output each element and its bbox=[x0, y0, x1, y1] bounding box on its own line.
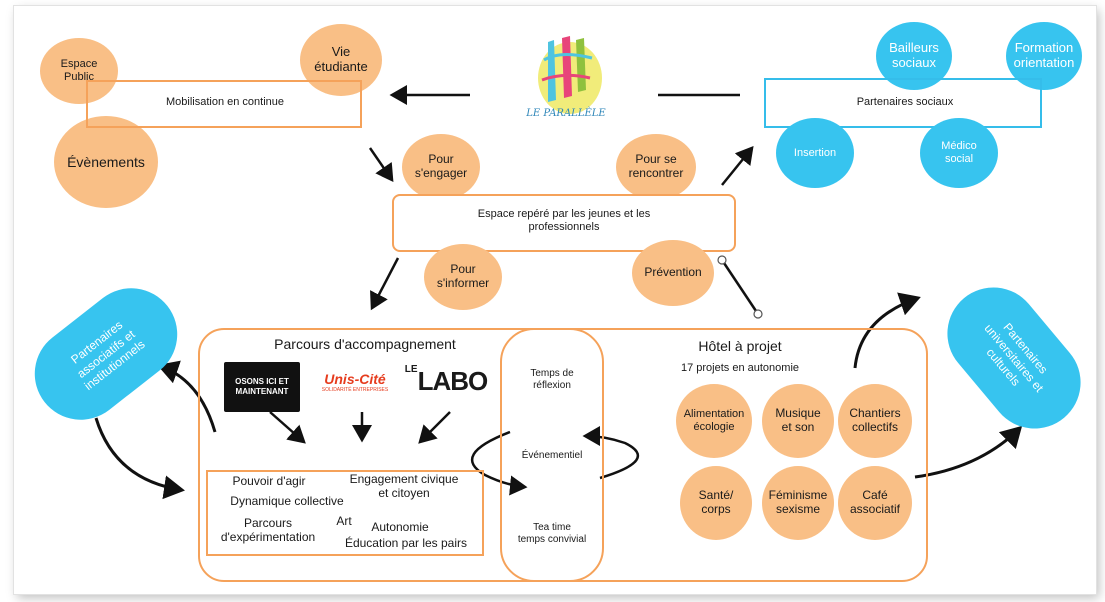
insertion-label: Insertion bbox=[793, 146, 837, 159]
vie-etudiante-label: Vie étudiante bbox=[314, 44, 368, 74]
espace-repere-label: Espace repéré par les jeunes et les prof… bbox=[477, 208, 651, 234]
arrow-hotel-to-right-pill-lower bbox=[914, 425, 1023, 479]
circle-pour-informer: Pour s'informer bbox=[424, 244, 502, 310]
item-art: Art bbox=[336, 514, 352, 528]
cycle-arrow-right bbox=[582, 426, 640, 480]
uniscite-logo-text: Unis-Cité bbox=[324, 371, 386, 387]
labo-logo-text: LABO bbox=[417, 365, 489, 396]
circle-medico: Médico social bbox=[920, 118, 998, 188]
circle-pour-engager: Pour s'engager bbox=[402, 134, 480, 200]
item-pouvoir: Pouvoir d'agir bbox=[232, 474, 306, 488]
circle-prevention: Prévention bbox=[632, 240, 714, 306]
circle-cafe: Café associatif bbox=[838, 466, 912, 540]
left-pill-label: Partenaires associatifs et institutionne… bbox=[68, 318, 148, 394]
feminisme-label: Féminisme sexisme bbox=[768, 488, 828, 516]
arrow-left-pill-to-items bbox=[94, 417, 185, 500]
connector-handle-bottom bbox=[753, 309, 763, 319]
hotel-title: Hôtel à projet bbox=[698, 338, 782, 354]
arrow-parcours-to-left-pill bbox=[157, 360, 217, 433]
item-autonomie: Autonomie bbox=[371, 520, 429, 534]
circle-evenements: Évènements bbox=[54, 116, 158, 208]
musique-label: Musique et son bbox=[775, 406, 821, 434]
pour-informer-label: Pour s'informer bbox=[436, 262, 490, 290]
evenements-label: Évènements bbox=[67, 153, 145, 170]
arrow-espace-to-partners bbox=[721, 146, 754, 186]
chantiers-label: Chantiers collectifs bbox=[849, 406, 901, 434]
cafe-label: Café associatif bbox=[849, 488, 901, 516]
le-parallele-logo-graphic bbox=[538, 36, 602, 114]
circle-musique: Musique et son bbox=[762, 384, 834, 458]
sante-label: Santé/ corps bbox=[698, 488, 734, 516]
pour-rencontrer-label: Pour se rencontrer bbox=[628, 152, 684, 180]
bailleurs-label: Bailleurs sociaux bbox=[889, 40, 939, 70]
partenaires-sociaux-box bbox=[764, 78, 1042, 128]
circle-vie-etudiante: Vie étudiante bbox=[300, 24, 382, 96]
osons-logo-text: OSONS ICI ET MAINTENANT bbox=[235, 376, 289, 396]
mobilisation-label: Mobilisation en continue bbox=[165, 96, 285, 108]
hotel-subtitle: 17 projets en autonomie bbox=[680, 362, 800, 374]
circle-pour-rencontrer: Pour se rencontrer bbox=[616, 134, 696, 200]
cycle-tea-time: Tea time temps convivial bbox=[517, 522, 587, 545]
item-dynamique: Dynamique collective bbox=[230, 494, 344, 508]
le-parallele-logo bbox=[520, 30, 612, 130]
arrow-hotel-to-right-pill bbox=[853, 292, 921, 369]
cycle-arrow-left bbox=[470, 430, 528, 496]
item-education: Éducation par les pairs bbox=[344, 536, 468, 550]
mobilisation-box bbox=[86, 80, 362, 128]
osons-logo: OSONS ICI ET MAINTENANT bbox=[224, 362, 300, 412]
connector-handle-top bbox=[717, 255, 727, 265]
labo-logo-le: LE bbox=[404, 364, 418, 375]
parcours-title: Parcours d'accompagnement bbox=[274, 336, 456, 352]
cycle-evenementiel: Événementiel bbox=[521, 450, 583, 461]
right-pill-label: Partenaires universitaires et culturels bbox=[981, 320, 1051, 395]
arrow-to-espace bbox=[368, 147, 394, 183]
logo-caption: LE PARALLÈLE bbox=[526, 108, 606, 119]
parcours-items-box bbox=[206, 470, 484, 556]
labo-logo: LE LABO bbox=[404, 360, 489, 402]
cycle-temps-reflexion: Temps de réflexion bbox=[530, 368, 574, 391]
cycle-column bbox=[500, 328, 604, 582]
arrow-osons-to-items bbox=[269, 411, 306, 444]
connector-prevention-hotel bbox=[720, 259, 760, 315]
formation-label: Formation orientation bbox=[1013, 40, 1075, 70]
item-parcours-exp: Parcours d'expérimentation bbox=[220, 516, 316, 545]
item-engagement: Engagement civique et citoyen bbox=[349, 472, 459, 501]
circle-chantiers: Chantiers collectifs bbox=[838, 384, 912, 458]
circle-insertion: Insertion bbox=[776, 118, 854, 188]
prevention-label: Prévention bbox=[644, 265, 702, 280]
medico-label: Médico social bbox=[941, 140, 977, 165]
circle-feminisme: Féminisme sexisme bbox=[762, 466, 834, 540]
uniscite-logo-sub: SOLIDARITÉ ENTREPRISES bbox=[321, 387, 389, 393]
partenaires-sociaux-label: Partenaires sociaux bbox=[856, 96, 954, 108]
arrow-labo-to-items bbox=[418, 411, 451, 444]
arrow-espace-to-parcours bbox=[370, 257, 400, 311]
circle-sante: Santé/ corps bbox=[680, 466, 752, 540]
uniscite-logo: Unis-Cité SOLIDARITÉ ENTREPRISES bbox=[316, 364, 394, 400]
circle-alimentation: Alimentation écologie bbox=[676, 384, 752, 458]
pour-engager-label: Pour s'engager bbox=[414, 152, 468, 180]
alimentation-label: Alimentation écologie bbox=[683, 408, 745, 433]
